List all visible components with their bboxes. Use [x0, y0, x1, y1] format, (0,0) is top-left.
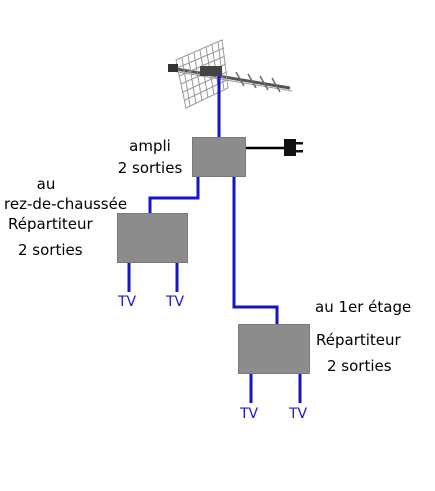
- cable-amp-to-first-floor: [232, 176, 279, 325]
- ground-floor-splitter-box: [117, 213, 188, 263]
- ground-floor-label-line2: rez-de-chaussée: [4, 195, 128, 213]
- ground-floor-tv-2: TV: [166, 294, 185, 310]
- cable-amp-to-ground-floor: [148, 176, 200, 213]
- ground-floor-tv-1: TV: [118, 294, 137, 310]
- ground-floor-label-line1: au: [36, 175, 56, 193]
- first-floor-tv-2: TV: [289, 406, 308, 422]
- power-plug-icon: [246, 139, 303, 156]
- ground-floor-splitter-label-line2: 2 sorties: [18, 241, 83, 259]
- amplifier-box: [192, 137, 246, 177]
- amplifier-label-line2: 2 sorties: [117, 159, 183, 177]
- first-floor-splitter-label-line2: 2 sorties: [327, 357, 392, 375]
- first-floor-splitter-label-line1: Répartiteur: [316, 331, 401, 349]
- first-floor-tv-1: TV: [240, 406, 259, 422]
- coax-cables: [127, 76, 302, 403]
- ground-floor-splitter-label-line1: Répartiteur: [8, 215, 93, 233]
- first-floor-label: au 1er étage: [315, 298, 412, 316]
- amplifier-label-line1: ampli: [129, 137, 171, 155]
- antenna-icon: [168, 39, 293, 109]
- first-floor-splitter-box: [238, 324, 310, 374]
